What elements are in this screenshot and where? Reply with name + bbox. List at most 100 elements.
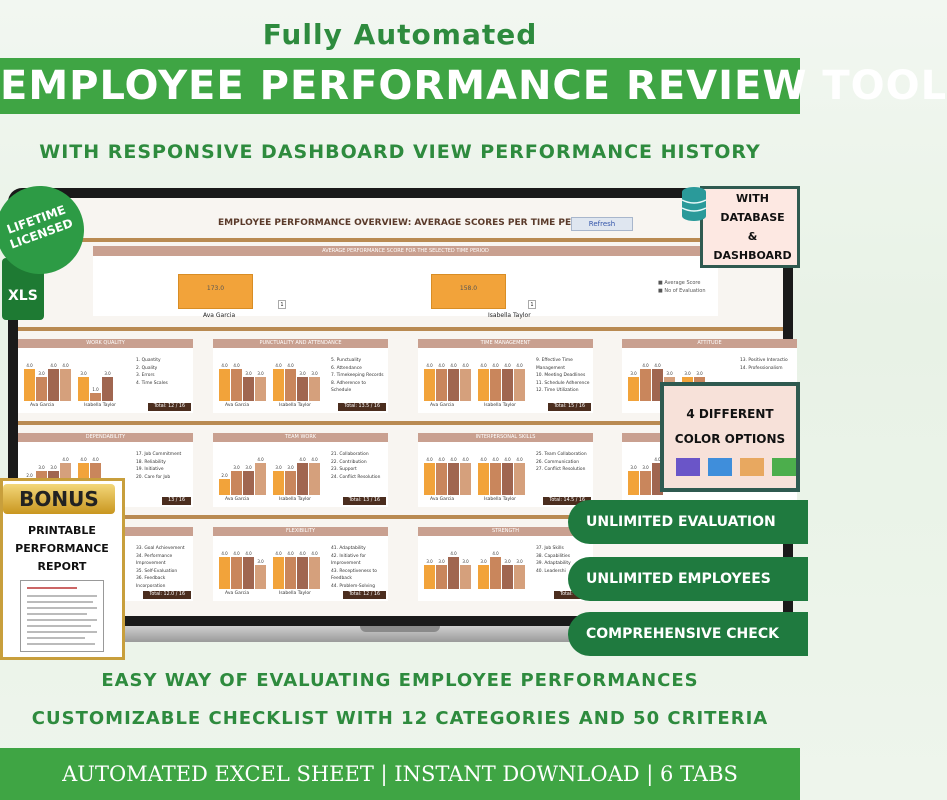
score-label: 4.0	[450, 363, 457, 368]
divider	[18, 421, 783, 425]
score-bar	[490, 463, 501, 495]
criteria-item: 1. Quantity	[136, 358, 161, 363]
score-bar	[309, 377, 320, 401]
criteria-item: 19. Initiative	[136, 467, 164, 472]
criteria-list: 41. Adaptability 42. Initiative for Impro…	[331, 545, 387, 590]
score-label: 3.0	[462, 559, 469, 564]
criteria-item: 34. Performance Improvement	[136, 553, 173, 567]
score-label: 3.0	[38, 465, 45, 470]
score-bar	[448, 369, 459, 401]
criteria-item: 12. Time Utilization	[536, 388, 579, 393]
score-label: 4.0	[516, 363, 523, 368]
score-bar	[273, 557, 284, 589]
category-title: TEAM WORK	[213, 433, 388, 442]
score-label: 3.0	[257, 371, 264, 376]
score-bar	[652, 463, 663, 495]
bonus-line: PRINTABLE	[28, 524, 96, 537]
category-total: Total: 13 / 16	[342, 497, 386, 505]
score-label: 3.0	[287, 465, 294, 470]
score-label: 3.0	[257, 559, 264, 564]
criteria-item: 41. Adaptability	[331, 546, 366, 551]
criteria-item: 36. Feedback Incorporation	[136, 576, 166, 589]
score-bar	[436, 369, 447, 401]
score-bar	[448, 557, 459, 589]
score-label: 4.0	[438, 457, 445, 462]
category-total: Total: 12.0 / 16	[143, 591, 191, 599]
score-label: 4.0	[233, 551, 240, 556]
score-bar	[448, 463, 459, 495]
score-label: 4.0	[311, 551, 318, 556]
score-label: 3.0	[426, 559, 433, 564]
criteria-item: 43. Receptiveness to Feedback	[331, 568, 377, 582]
unlimited-employees-pill: UNLIMITED EMPLOYEES	[568, 557, 808, 601]
legend-item: ■ No of Evaluation	[658, 288, 706, 294]
criteria-item: 44. Problem-Solving	[331, 583, 375, 589]
legend-item: ■ Average Score	[658, 280, 701, 286]
score-bar	[628, 377, 639, 401]
refresh-button[interactable]: Refresh	[571, 217, 633, 231]
score-label: 3.0	[233, 465, 240, 470]
category-total: Total: 14.5 / 16	[543, 497, 591, 505]
score-bar	[514, 369, 525, 401]
score-label: 4.0	[450, 551, 457, 556]
score-bar	[273, 369, 284, 401]
score-label: 4.0	[480, 457, 487, 462]
score-bar	[255, 377, 266, 401]
criteria-item: 22. Contribution	[331, 459, 367, 465]
score-bar	[502, 565, 513, 589]
score-label: 3.0	[311, 371, 318, 376]
score-bar	[219, 369, 230, 401]
score-bar	[48, 369, 59, 401]
score-bar	[502, 369, 513, 401]
score-label: 4.0	[426, 457, 433, 462]
score-label: 4.0	[492, 363, 499, 368]
score-label: 4.0	[92, 457, 99, 462]
criteria-item: 33. Goal Achievement	[136, 546, 185, 551]
score-label: 4.0	[299, 457, 306, 462]
score-label: 4.0	[50, 363, 57, 368]
criteria-item: 18. Reliability	[136, 459, 166, 465]
divider	[18, 327, 783, 331]
score-label: 3.0	[480, 559, 487, 564]
overview-count: 1	[278, 300, 286, 309]
category-title: INTERPERSONAL SKILLS	[418, 433, 593, 442]
employee-name: Ava Garcia	[30, 403, 55, 408]
category-total: Total: 12 / 16	[342, 591, 386, 599]
score-bar	[424, 369, 435, 401]
footer-banner: AUTOMATED EXCEL SHEET | INSTANT DOWNLOAD…	[0, 748, 800, 800]
criteria-item: 5. Punctuality	[331, 358, 362, 363]
score-bar	[297, 377, 308, 401]
score-label: 4.0	[275, 363, 282, 368]
score-label: 4.0	[299, 551, 306, 556]
criteria-item: 24. Conflict Resolution	[331, 474, 381, 480]
score-label: 1.0	[92, 387, 99, 392]
dashboard-title: EMPLOYEE PERFORMANCE OVERVIEW: AVERAGE S…	[218, 218, 597, 228]
kicker-title: Fully Automated	[262, 18, 538, 51]
color-swatch-blue	[708, 458, 732, 476]
criteria-item: 42. Initiative for Improvement	[331, 553, 366, 567]
score-label: 3.0	[245, 465, 252, 470]
score-label: 4.0	[233, 363, 240, 368]
comprehensive-check-pill: COMPREHENSIVE CHECK	[568, 612, 808, 656]
score-bar	[102, 377, 113, 401]
employee-name: Isabella Taylor	[484, 403, 517, 408]
employee-name: Isabella Taylor	[279, 591, 312, 596]
score-label: 3.0	[684, 371, 691, 376]
score-label: 4.0	[221, 551, 228, 556]
score-bar	[436, 463, 447, 495]
score-bar	[297, 463, 308, 495]
score-bar	[243, 557, 254, 589]
bonus-line: PERFORMANCE	[15, 542, 109, 555]
category-title: PUNCTUALITY AND ATTENDANCE	[213, 339, 388, 348]
employee-name: Isabella Taylor	[84, 403, 117, 408]
score-bar	[285, 557, 296, 589]
criteria-item: 14. Professionalism	[740, 365, 783, 371]
score-label: 4.0	[504, 457, 511, 462]
